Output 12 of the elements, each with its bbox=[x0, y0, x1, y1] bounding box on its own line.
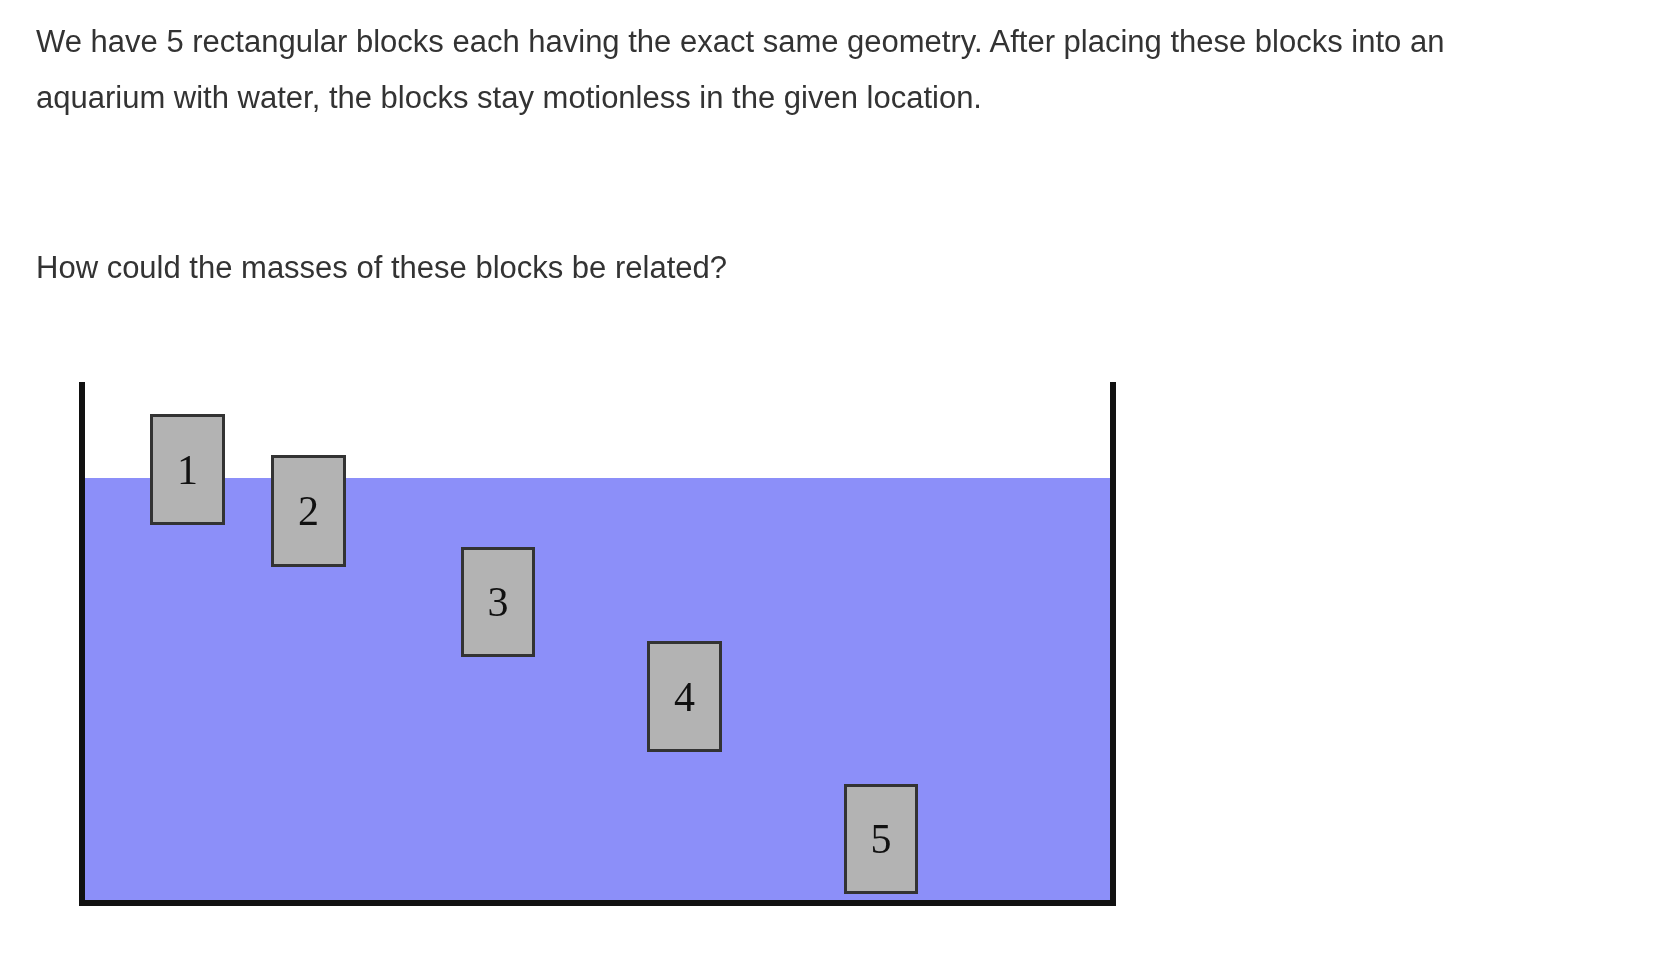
block-number: 5 bbox=[870, 818, 892, 860]
block-number: 2 bbox=[298, 490, 319, 532]
block bbox=[844, 784, 918, 894]
block bbox=[647, 641, 722, 752]
block bbox=[271, 455, 346, 567]
block bbox=[461, 547, 535, 657]
question-text: How could the masses of these blocks be related? bbox=[36, 249, 728, 287]
question-text: We have 5 rectangular blocks each having the exact same geometry. After placing these blocks into an aquarium with water, the blocks stay motionless in the given location. bbox=[36, 23, 1446, 117]
block-number: 3 bbox=[487, 581, 509, 623]
block-number: 1 bbox=[177, 448, 198, 491]
block bbox=[150, 414, 225, 525]
block-number: 4 bbox=[674, 675, 695, 718]
